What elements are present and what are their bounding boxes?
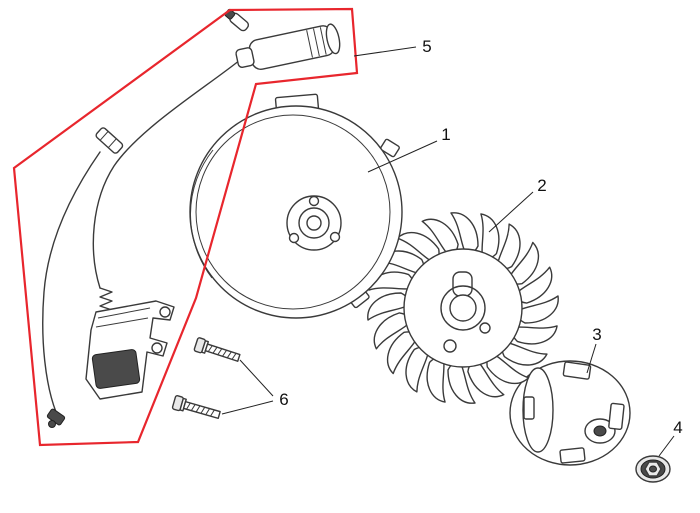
drum-slot (608, 402, 625, 430)
part-label-6: 6 (279, 390, 288, 409)
callout-5: 5 (353, 37, 432, 57)
spark-plug-wire (92, 59, 241, 289)
ignition-coil (85, 300, 175, 400)
coil-mount-hole (151, 342, 163, 354)
coil-winding (91, 349, 141, 389)
cover-side-tab (380, 138, 400, 158)
flange-nut (635, 455, 671, 483)
drum-slot (523, 396, 535, 420)
callouts: 5 1 2 3 4 6 (221, 37, 683, 457)
wire-connector (95, 127, 124, 154)
fan-bore (449, 294, 477, 322)
bolt-upper (193, 337, 241, 362)
callout-3: 3 (586, 325, 602, 374)
part-label-2: 2 (537, 176, 546, 195)
fan-hole (479, 322, 491, 334)
drum-slot (562, 361, 592, 380)
stop-switch-wire (42, 151, 101, 413)
fan-window (452, 271, 473, 297)
part-label-1: 1 (441, 125, 450, 144)
highlight-outline (12, 7, 359, 447)
part-label-5: 5 (422, 37, 431, 56)
callout-2: 2 (488, 176, 547, 233)
flywheel-fan (367, 212, 559, 404)
ignition-coil-assembly (42, 59, 241, 428)
part-label-3: 3 (592, 325, 601, 344)
fan-hole (443, 339, 457, 353)
callout-6: 6 (221, 359, 289, 415)
drum-slot (559, 447, 586, 464)
wire-terminal (46, 408, 66, 428)
callout-1: 1 (367, 125, 451, 173)
cover-hub (286, 195, 342, 251)
flywheel-cover (189, 93, 403, 319)
starter-drum (509, 360, 631, 466)
spark-plug-cap (224, 8, 341, 71)
callout-4: 4 (658, 418, 683, 457)
part-label-4: 4 (673, 418, 682, 437)
bolt-lower (171, 395, 221, 420)
coil-mount-hole (159, 306, 171, 318)
